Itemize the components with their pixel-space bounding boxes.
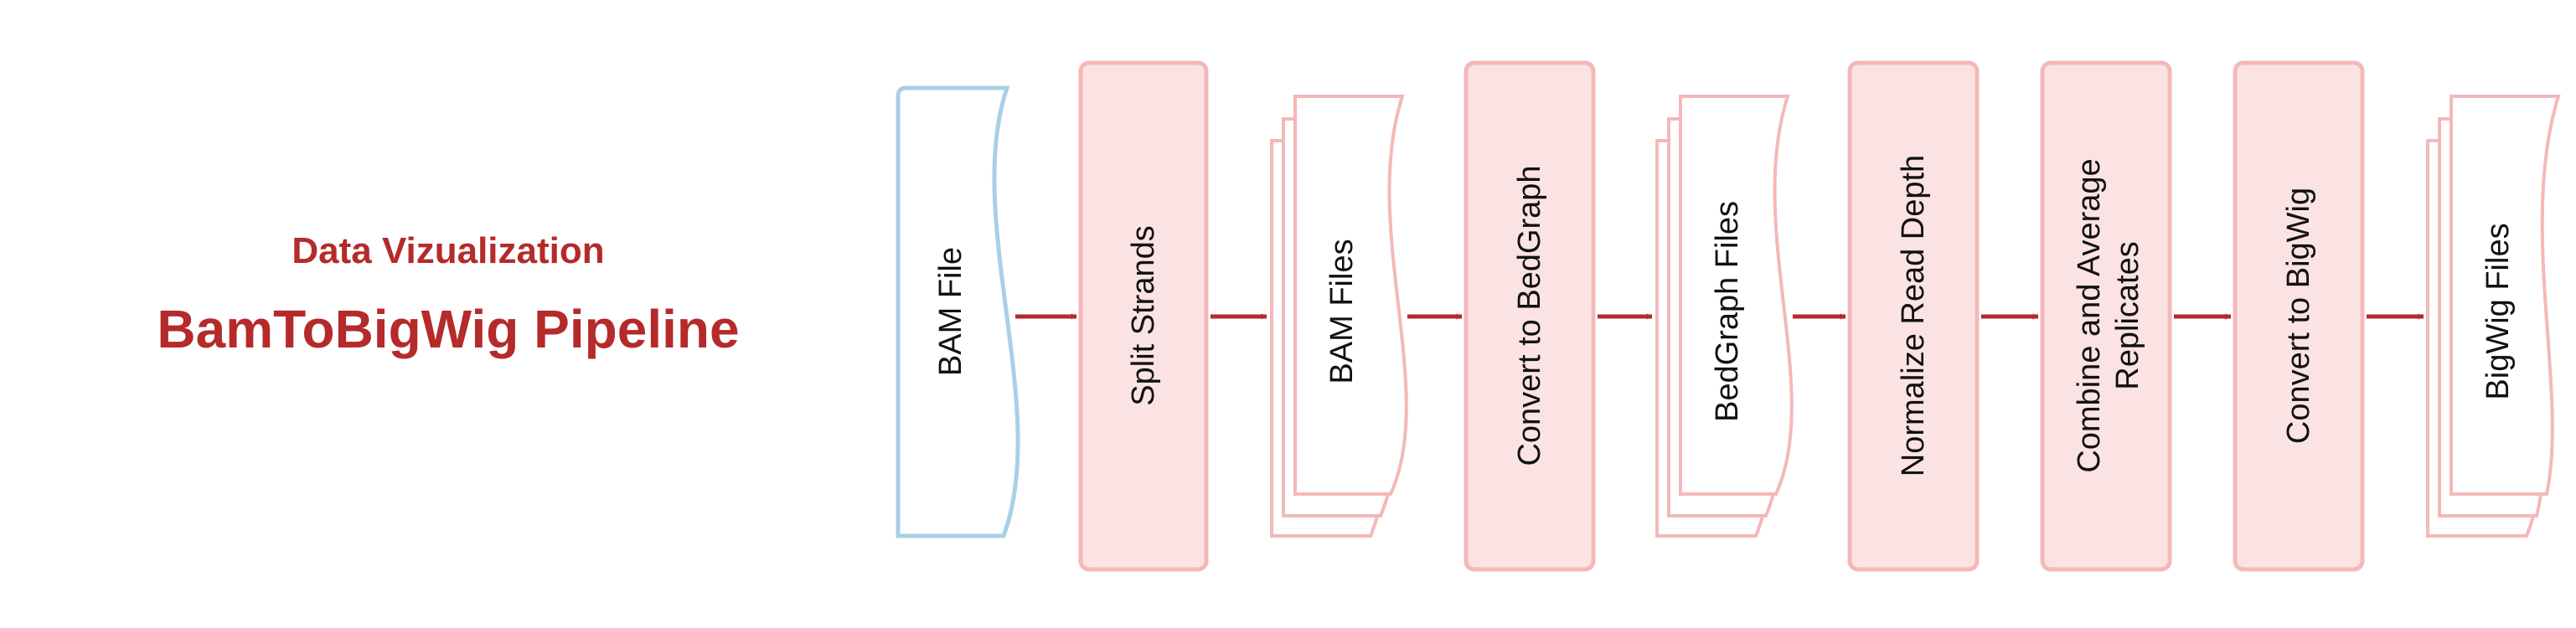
step-bigwig-files: BigWig Files [2426,95,2561,538]
title-block: Data Vizualization BamToBigWig Pipeline [0,226,896,367]
step-normalize-read-depth: Normalize Read Depth [1847,60,1980,572]
step-label: BAM File [933,247,968,376]
step-label: Convert to BedGraph [1512,165,1547,466]
document-shape [896,85,1020,538]
step-split-strands: Split Strands [1078,60,1209,572]
step-label: BedGraph Files [1710,201,1745,422]
step-bedgraph-files: BedGraph Files [1655,95,1794,538]
document-shape-front [1293,95,1408,496]
process-box [2233,60,2365,572]
diagram-title: BamToBigWig Pipeline [157,299,740,359]
step-bam-file: BAM File [896,85,1020,538]
process-box [1464,60,1596,572]
step-convert-to-bigwig: Convert to BigWig [2233,60,2365,572]
step-label: Normalize Read Depth [1896,155,1931,476]
step-convert-to-bedgraph: Convert to BedGraph [1464,60,1596,572]
process-box [1078,60,1209,572]
diagram-subtitle: Data Vizualization [292,230,605,271]
step-label-line-2: Replicates [2110,241,2145,389]
document-shape-front [1679,95,1794,496]
step-label-line-1: Combine and Average [2072,158,2107,472]
step-bam-files: BAM Files [1270,95,1408,538]
process-box [1847,60,1980,572]
step-label: BigWig Files [2480,223,2516,399]
document-shape-front [2450,95,2561,496]
step-label: Convert to BigWig [2281,188,2316,444]
step-combine-and-average-replicates: Combine and Average Replicates [2040,60,2172,572]
process-box [2040,60,2172,572]
step-label: Split Strands [1126,225,1161,405]
step-label: BAM Files [1324,239,1360,383]
